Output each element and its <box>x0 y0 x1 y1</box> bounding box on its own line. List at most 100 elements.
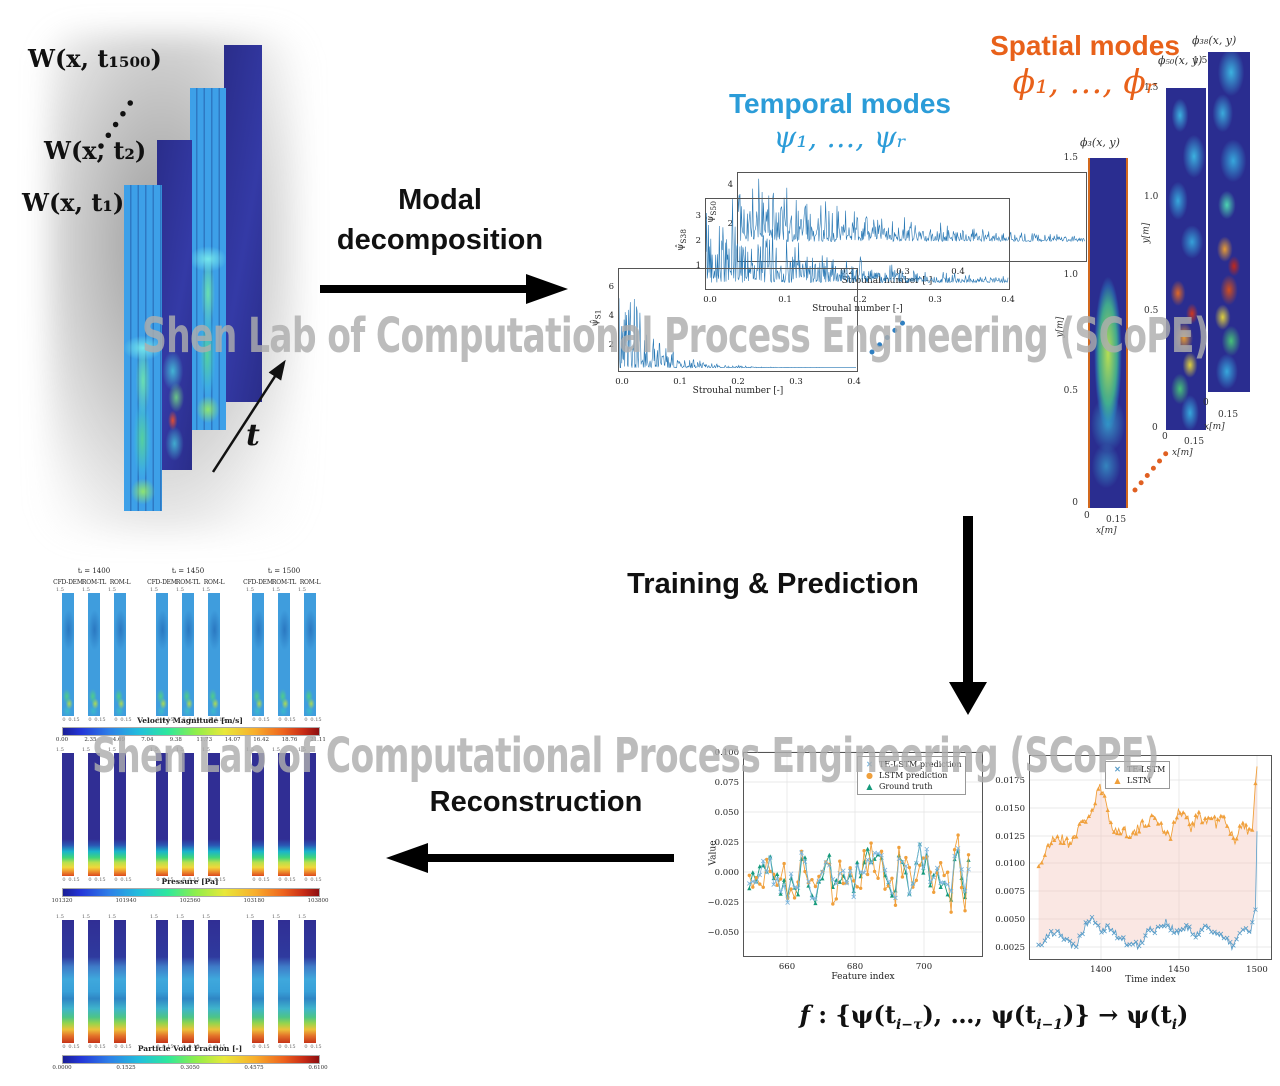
recon-column-CFD-DEM <box>252 753 264 876</box>
recon-column-label: CFD-DEM <box>53 579 83 586</box>
data-marker <box>907 865 912 870</box>
data-marker <box>827 862 832 868</box>
formula-sub: i <box>1171 1016 1178 1033</box>
phi3-xaxis-label: x[m] <box>1096 526 1117 536</box>
data-marker <box>1096 923 1101 928</box>
data-marker <box>1039 860 1044 865</box>
recon-column-label: ROM-L <box>299 579 321 586</box>
spatial-modes-subtitle: ϕ₁, …, ϕᵣ <box>1012 62 1158 101</box>
column-ytick: 1.5 <box>202 914 210 920</box>
fill-between-region <box>1038 766 1257 950</box>
phi50-xtick: 0.15 <box>1184 437 1205 447</box>
y-tick-label: 6 <box>609 282 614 292</box>
column-xtick: 0.15 <box>188 877 200 883</box>
spectrum-s1-ylabel: ψ̂S1 <box>590 309 603 327</box>
phi50-ytick: 1.5 <box>1144 83 1159 93</box>
spatial-mode-column-phi38 <box>1208 52 1250 392</box>
data-marker <box>1102 793 1107 798</box>
ground-truth-marker-icon: ▲ <box>866 781 873 791</box>
x-tick-label: 0.4 <box>1001 295 1015 305</box>
y-tick-label: 0.100 <box>715 748 739 758</box>
plot-frame <box>1029 755 1272 960</box>
data-marker <box>1193 812 1198 817</box>
column-xtick: 0 <box>208 717 212 723</box>
column-xtick: 0.15 <box>68 877 80 883</box>
modal-decomposition-label-line2: decomposition <box>336 224 544 256</box>
colorbar-tick-label: 18.76 <box>281 737 298 743</box>
x-tick-label: 0.0 <box>615 377 629 387</box>
column-ytick: 1.5 <box>150 747 158 753</box>
x-tick-label: 700 <box>916 962 932 972</box>
time-arrow-label: t <box>246 418 260 453</box>
time-chart-legend: ✕TE-LSTM ▲LSTM <box>1105 761 1171 789</box>
chart-time-svg: 0.01750.01500.01250.01000.00750.00500.00… <box>995 755 1272 975</box>
data-marker <box>767 855 773 860</box>
y-tick-label: 2 <box>696 236 701 246</box>
colorbar-tick-label: 101320 <box>51 898 73 904</box>
void-fraction-colorbar <box>62 1055 320 1064</box>
column-xtick: 0.15 <box>68 717 80 723</box>
legend-entry: ▲ Ground truth <box>862 781 961 792</box>
data-marker <box>1171 819 1176 824</box>
y-tick-label: 0.0100 <box>995 859 1025 869</box>
data-marker <box>1121 826 1126 831</box>
data-marker <box>799 850 804 855</box>
column-ytick: 1.5 <box>246 914 254 920</box>
data-marker <box>1168 928 1173 933</box>
data-marker <box>1231 835 1236 840</box>
data-marker <box>945 882 950 887</box>
data-marker <box>778 891 783 896</box>
feature-chart-ylabel: Value <box>708 840 719 866</box>
column-ytick: 1.5 <box>82 587 90 593</box>
data-marker <box>1203 815 1208 820</box>
data-marker <box>775 883 779 887</box>
data-marker <box>963 909 967 913</box>
y-tick-label: 1 <box>696 261 701 271</box>
data-marker <box>1067 840 1073 845</box>
data-marker <box>1234 936 1239 942</box>
velocity-colorbar <box>62 727 320 736</box>
recon-column-label: CFD-DEM <box>243 579 273 586</box>
data-marker <box>1055 834 1060 839</box>
data-marker <box>1121 935 1126 940</box>
phi38-xtick: 0.15 <box>1218 410 1239 420</box>
data-marker <box>765 857 769 862</box>
data-marker <box>1052 837 1057 842</box>
x-tick-label: 0.3 <box>928 295 942 305</box>
column-ytick: 1.5 <box>202 587 210 593</box>
data-marker <box>861 870 867 875</box>
x-tick-label: 0.3 <box>896 267 910 277</box>
data-marker <box>1058 933 1063 939</box>
training-prediction-label: Training & Prediction <box>627 568 919 600</box>
data-marker <box>889 893 895 898</box>
legend-label: Ground truth <box>879 782 933 791</box>
data-marker <box>803 869 807 874</box>
data-marker <box>1105 807 1110 812</box>
recon-column-CFD-DEM <box>156 753 168 876</box>
data-marker <box>959 867 964 872</box>
data-marker <box>942 873 946 878</box>
y-tick-label: 0.075 <box>715 778 739 788</box>
y-tick-label: 4 <box>609 311 614 321</box>
data-marker <box>838 859 842 863</box>
data-marker <box>760 858 766 864</box>
recon-column-label: ROM-TL <box>81 579 107 586</box>
data-marker <box>1246 929 1252 934</box>
snapshot-label-t1500: W(x, t₁₅₀₀) <box>28 44 162 73</box>
phi50-ytick: 1.0 <box>1144 192 1159 202</box>
recon-column-ROM-L <box>304 753 316 876</box>
snapshot-column <box>157 140 192 470</box>
data-marker <box>959 885 964 890</box>
data-marker <box>1133 831 1139 836</box>
data-marker <box>1124 834 1129 839</box>
y-tick-label: −0.050 <box>708 928 739 938</box>
snapshot-label-t1: W(x, t₁) <box>22 188 125 217</box>
recon-column-CFD-DEM <box>156 920 168 1043</box>
data-marker <box>1218 931 1224 937</box>
column-ytick: 1.5 <box>202 747 210 753</box>
plot-frame <box>737 172 1087 262</box>
series-line-psi-hat-S50 spectrum <box>737 178 1086 243</box>
